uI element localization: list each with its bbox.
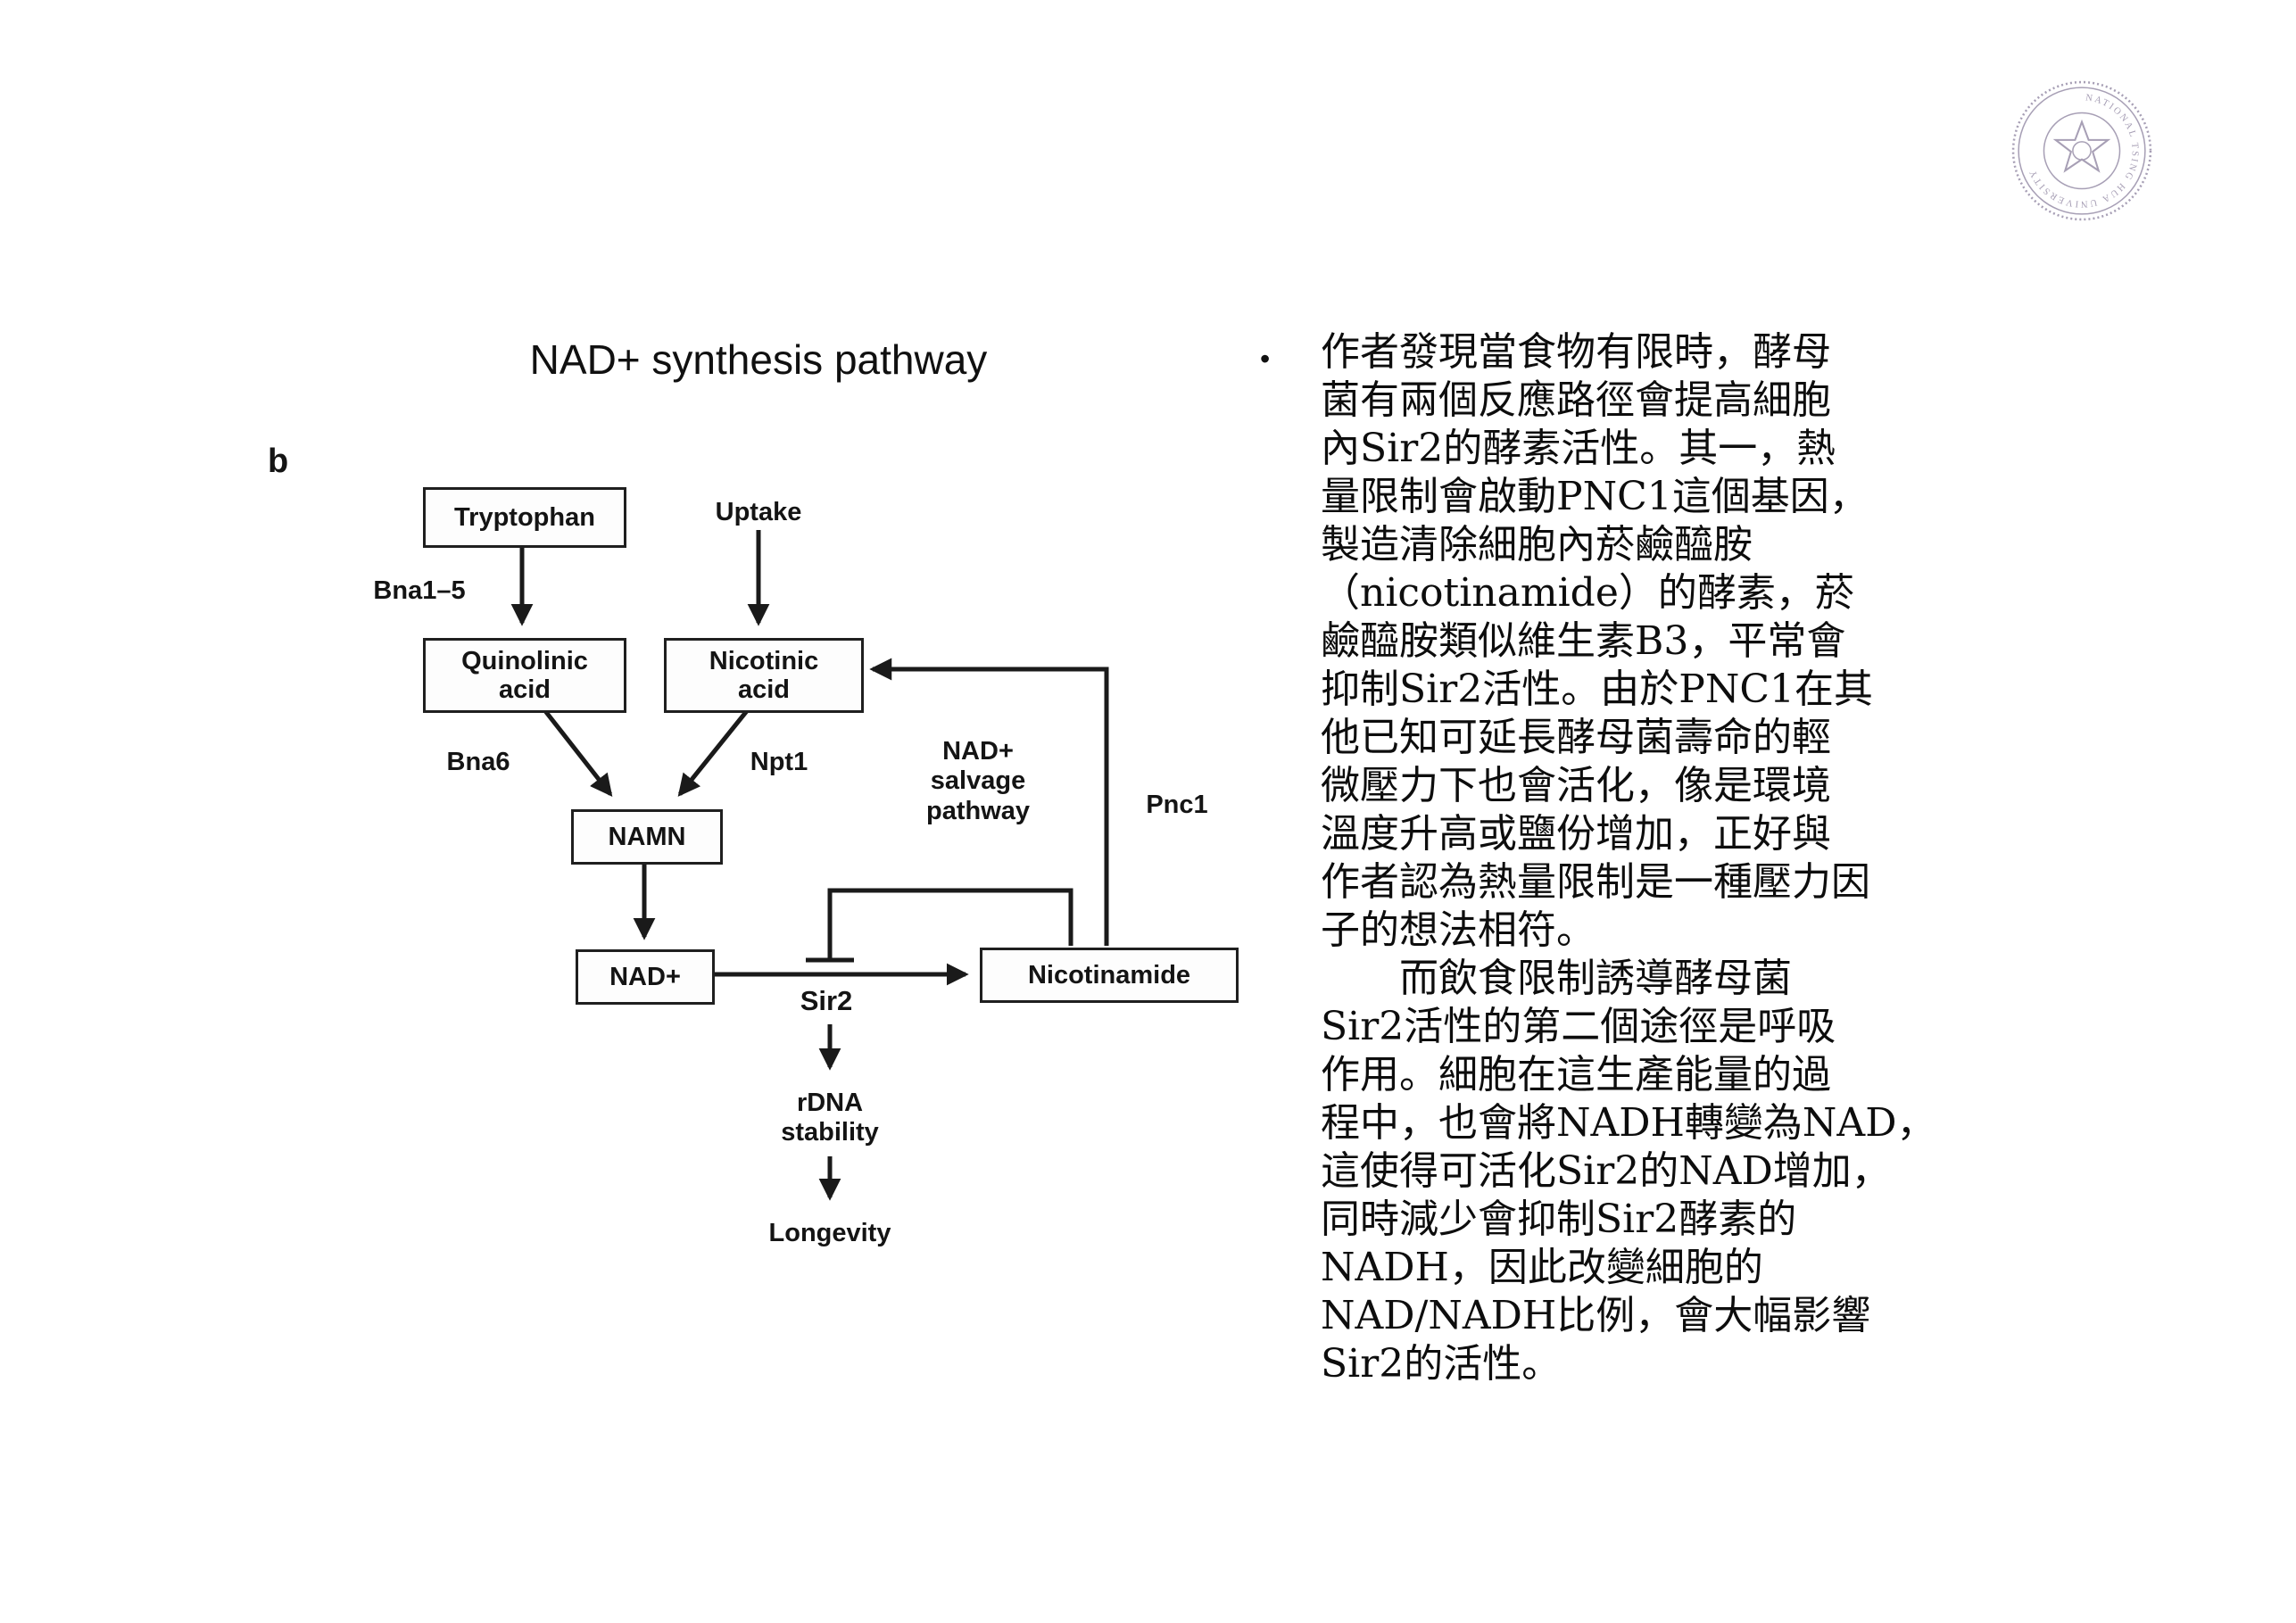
slide-title: NAD+ synthesis pathway: [529, 336, 988, 383]
node-namn: NAMN: [571, 809, 723, 865]
university-logo-icon: NATIONAL TSING HUA UNIVERSITY: [2010, 79, 2154, 223]
label-bna6: Bna6: [446, 748, 510, 776]
node-nicotinamide: Nicotinamide: [980, 948, 1239, 1003]
pathway-figure: b Tryptophan Uptake Bna1–5 Quinolinic ac…: [268, 437, 1267, 1294]
label-longevity: Longevity: [768, 1219, 891, 1247]
bullet-marker: •: [1260, 343, 1271, 375]
arrow-pnc1-salvage-feedback: [869, 658, 1109, 946]
label-nad-salvage-pathway: NAD+ salvage pathway: [925, 737, 1031, 825]
seal-star: [2052, 119, 2111, 173]
label-uptake: Uptake: [715, 498, 802, 526]
label-rdna-stability: rDNA stability: [781, 1089, 879, 1147]
label-pnc1: Pnc1: [1146, 791, 1208, 819]
pathway-arrows: [510, 530, 1109, 1201]
arrow-nicotinic-to-namn: [677, 706, 751, 797]
node-tryptophan: Tryptophan: [423, 487, 626, 548]
body-text: 作者發現當食物有限時，酵母 菌有兩個反應路徑會提高細胞 內Sir2的酵素活性。其…: [1321, 329, 1936, 1387]
node-quinolinic-acid: Quinolinic acid: [423, 638, 626, 713]
label-npt1: Npt1: [750, 748, 808, 776]
node-nicotinic-acid: Nicotinic acid: [664, 638, 864, 713]
panel-label: b: [268, 443, 289, 480]
label-sir2: Sir2: [800, 985, 853, 1016]
label-bna1-5: Bna1–5: [373, 576, 466, 605]
line-nicotinamide-inhibition: [827, 888, 1073, 958]
seal-graphic: NATIONAL TSING HUA UNIVERSITY: [2011, 80, 2152, 221]
arrow-quinolinic-to-namn: [541, 706, 613, 797]
node-nad: NAD+: [576, 949, 715, 1005]
